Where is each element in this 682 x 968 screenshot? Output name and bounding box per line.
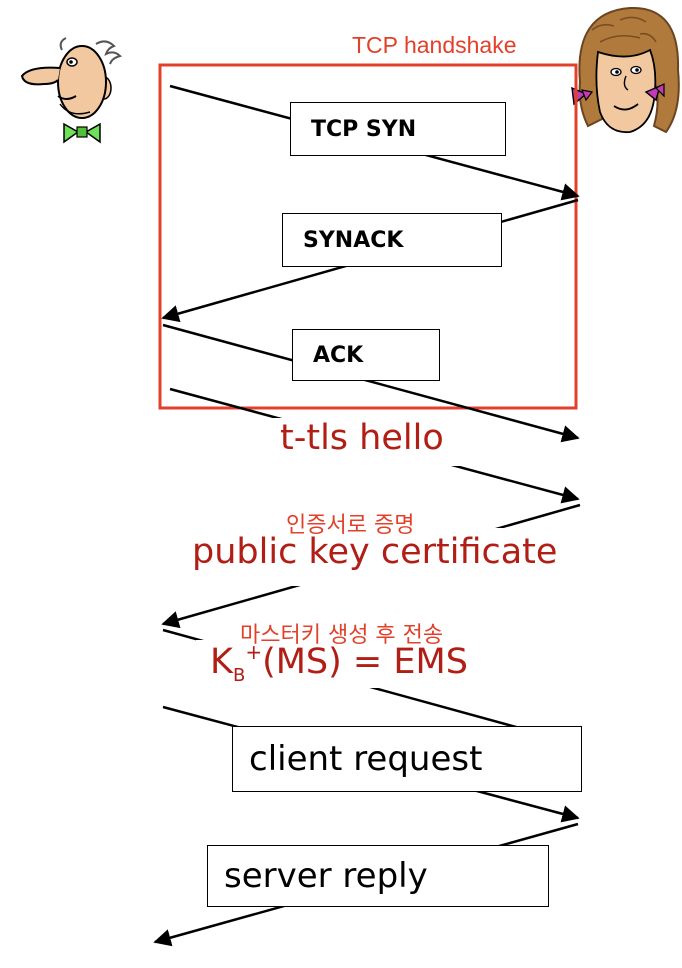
certificate-label: public key certificate bbox=[192, 532, 558, 572]
ems-formula: K B + (MS) = EMS bbox=[210, 640, 468, 686]
label-mask bbox=[196, 640, 496, 688]
client-request-box: client request bbox=[232, 726, 582, 792]
ems-subscript: B bbox=[232, 665, 246, 686]
label-mask bbox=[180, 528, 578, 586]
ack-box: ACK bbox=[292, 329, 440, 381]
handshake-label: TCP handshake bbox=[352, 32, 517, 58]
ems-superscript: + bbox=[245, 640, 263, 664]
arrow-ack bbox=[162, 323, 580, 443]
server-reply-box: server reply bbox=[207, 845, 549, 907]
master-key-note: 마스터키 생성 후 전송 bbox=[240, 623, 444, 648]
ems-rest: (MS) = EMS bbox=[262, 642, 468, 682]
ack-label: ACK bbox=[313, 342, 364, 368]
client-request-label: client request bbox=[249, 739, 483, 779]
client-man-icon bbox=[20, 37, 122, 144]
handshake-frame bbox=[158, 63, 578, 410]
server-woman-icon bbox=[571, 6, 680, 134]
tcp-syn-box: TCP SYN bbox=[290, 102, 506, 156]
ems-k: K bbox=[210, 642, 233, 682]
server-reply-label: server reply bbox=[224, 856, 428, 896]
tls-hello-label: t-tls hello bbox=[280, 418, 444, 458]
tcp-syn-label: TCP SYN bbox=[311, 116, 417, 142]
synack-box: SYNACK bbox=[282, 213, 502, 267]
synack-label: SYNACK bbox=[303, 227, 404, 253]
label-mask bbox=[262, 418, 462, 466]
certificate-note: 인증서로 증명 bbox=[286, 513, 415, 538]
